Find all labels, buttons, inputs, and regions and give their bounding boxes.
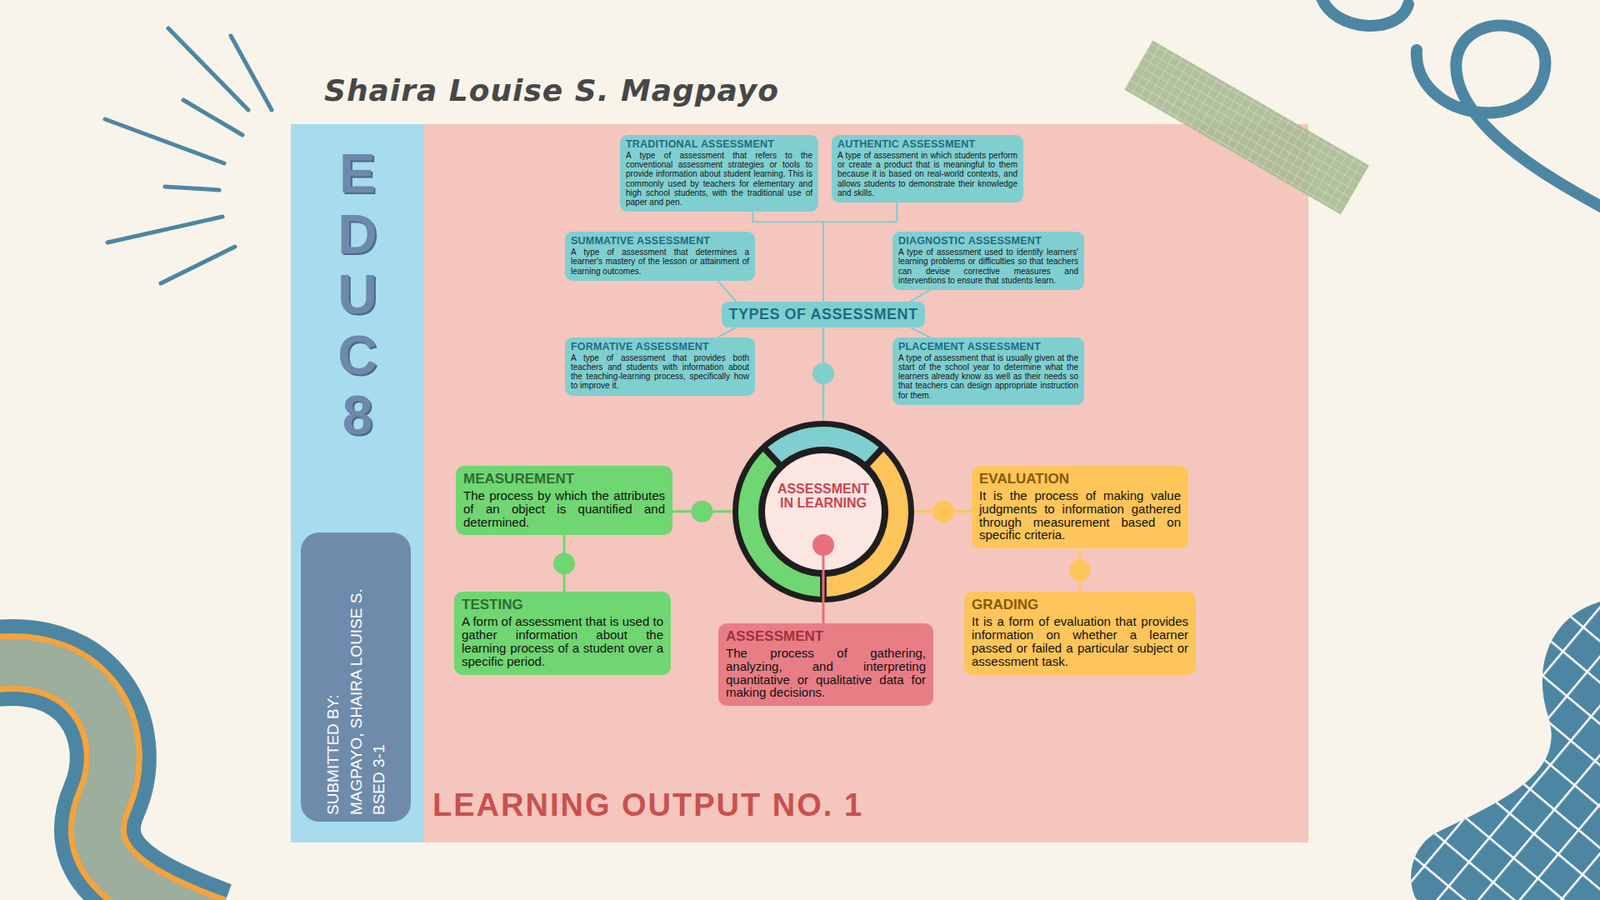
hub-box: TYPES OF ASSESSMENT xyxy=(721,301,926,328)
connector xyxy=(910,327,930,338)
output-label: LEARNING OUTPUT NO. 1 xyxy=(432,787,864,824)
rotated-text-group: SUBMITTED BY:MAGPAYO, SHAIRA LOUISE S.BS… xyxy=(321,540,391,815)
ring-center xyxy=(765,453,882,570)
grid-blob xyxy=(1410,601,1600,900)
box-heading: EVALUATION xyxy=(979,470,1181,488)
course-code: EDUC 8 xyxy=(330,143,385,446)
connector xyxy=(822,603,825,624)
box-heading: FORMATIVE ASSESSMENT xyxy=(570,340,750,353)
label-holder: EDUC 8 xyxy=(330,143,385,446)
assessment-type-box: AUTHENTIC ASSESSMENTA type of assessment… xyxy=(831,135,1024,203)
box-body: It is the process of making value judgme… xyxy=(979,489,1181,543)
concept-box: GRADINGIt is a form of evaluation that p… xyxy=(964,591,1196,675)
box-heading: TESTING xyxy=(461,596,664,614)
assessment-type-box: DIAGNOSTIC ASSESSMENTA type of assessmen… xyxy=(892,231,1085,290)
box-heading: MEASUREMENT xyxy=(463,470,665,488)
assessment-type-box: PLACEMENT ASSESSMENTA type of assessment… xyxy=(892,337,1085,405)
assessment-type-box: SUMMATIVE ASSESSMENTA type of assessment… xyxy=(565,231,755,281)
label-holder: LEARNING OUTPUT NO. 1 xyxy=(432,787,864,824)
ray xyxy=(168,28,249,110)
box-body: A type of assessment that determines a l… xyxy=(570,247,750,276)
submitted-box: SUBMITTED BY:MAGPAYO, SHAIRA LOUISE S.BS… xyxy=(300,532,411,822)
ring-graphic xyxy=(731,420,915,604)
ray xyxy=(107,216,223,243)
box-heading: GRADING xyxy=(971,596,1189,614)
ring-title: ASSESSMENT IN LEARNING xyxy=(769,481,878,511)
center-ring: ASSESSMENT IN LEARNING xyxy=(731,420,915,604)
connector xyxy=(752,211,824,302)
box-body: A type of assessment used to identify le… xyxy=(898,247,1079,285)
box-heading: TRADITIONAL ASSESSMENT xyxy=(625,138,813,150)
connector-dot xyxy=(691,500,714,523)
ring-outline xyxy=(732,420,915,603)
box-body: A type of assessment that is usually giv… xyxy=(898,353,1079,400)
washi-tape xyxy=(1124,40,1370,215)
page-title: Shaira Louise S. Magpayo xyxy=(324,73,780,108)
ring-dot xyxy=(812,534,835,556)
box-body: A form of assessment that is used to gat… xyxy=(461,615,664,669)
connector xyxy=(910,290,930,302)
box-body: A type of assessment that refers to the … xyxy=(625,150,813,207)
box-body: A type of assessment in which students p… xyxy=(837,150,1018,198)
tape xyxy=(1124,40,1370,215)
concept-box: EVALUATIONIt is the process of making va… xyxy=(971,465,1189,550)
connector xyxy=(717,327,737,338)
ray xyxy=(165,186,220,190)
ray xyxy=(105,119,225,164)
box-heading: ASSESSMENT xyxy=(725,628,926,645)
box-heading: SUMMATIVE ASSESSMENT xyxy=(570,235,750,247)
sunburst xyxy=(105,28,272,284)
band xyxy=(0,662,217,900)
concept-box: MEASUREMENTThe process by which the attr… xyxy=(455,465,673,536)
box-body: The process by which the attributes of a… xyxy=(463,489,665,530)
ray xyxy=(183,100,243,135)
submission-line: MAGPAYO, SHAIRA LOUISE S. xyxy=(344,540,368,815)
box-heading: PLACEMENT ASSESSMENT xyxy=(898,340,1079,353)
tape-grid xyxy=(1124,40,1370,215)
spiral-decoration xyxy=(1320,0,1600,209)
side-strip xyxy=(290,124,425,843)
grid-blob-lines xyxy=(1410,601,1600,900)
box-body: The process of gathering, analyzing, and… xyxy=(725,646,926,700)
submission-line: SUBMITTED BY: xyxy=(321,540,345,815)
box-heading: DIAGNOSTIC ASSESSMENT xyxy=(898,235,1079,247)
connector-dot xyxy=(812,362,835,385)
connector-dot xyxy=(553,552,575,575)
band xyxy=(0,662,217,900)
box-body: It is a form of evaluation that provides… xyxy=(971,615,1189,669)
band xyxy=(0,662,217,900)
box-heading: TYPES OF ASSESSMENT xyxy=(729,305,919,324)
ray xyxy=(160,246,235,284)
ray xyxy=(230,35,272,110)
concept-box: TESTINGA form of assessment that is used… xyxy=(454,591,671,675)
box-heading: AUTHENTIC ASSESSMENT xyxy=(837,138,1018,150)
connector-dot xyxy=(932,500,955,523)
connector xyxy=(717,280,737,302)
pink-panel xyxy=(424,124,1309,843)
assessment-type-box: TRADITIONAL ASSESSMENTA type of assessme… xyxy=(620,135,819,212)
wave-bands xyxy=(0,662,217,900)
submission-line: BSED 3-1 xyxy=(367,540,391,815)
box-body: A type of assessment that provides both … xyxy=(570,353,750,391)
concept-box: ASSESSMENTThe process of gathering, anal… xyxy=(718,623,934,707)
assessment-type-box: FORMATIVE ASSESSMENTA type of assessment… xyxy=(565,337,755,396)
connector-dot xyxy=(1069,559,1091,581)
connector xyxy=(823,202,897,302)
